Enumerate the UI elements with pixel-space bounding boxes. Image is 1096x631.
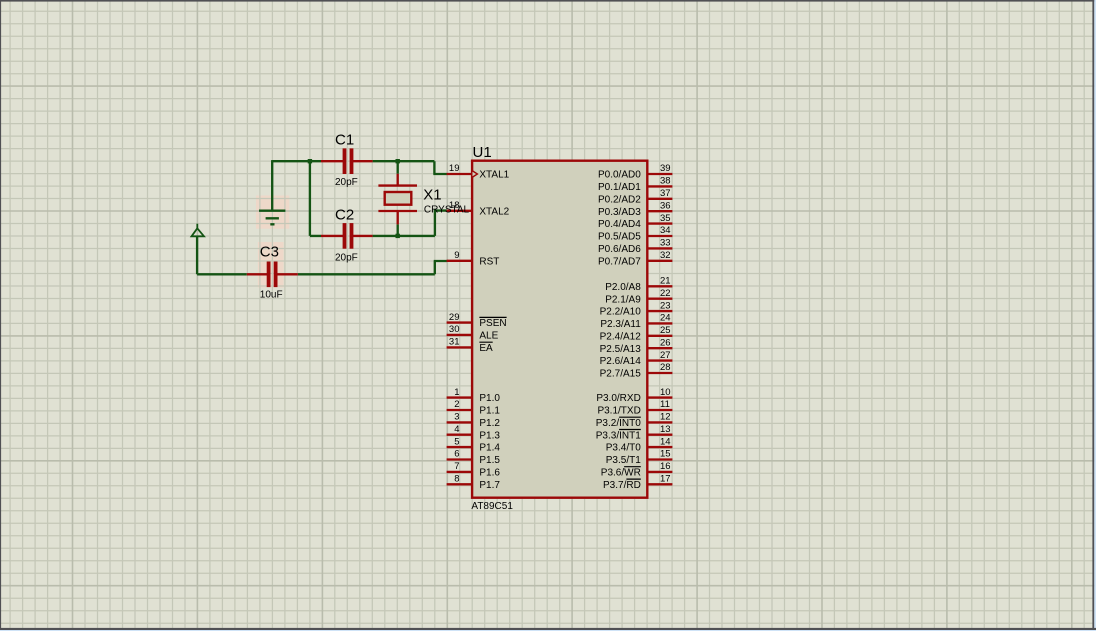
svg-text:4: 4 xyxy=(454,424,459,435)
svg-text:38: 38 xyxy=(660,176,671,187)
svg-text:P0.3/AD3: P0.3/AD3 xyxy=(598,207,641,218)
svg-text:25: 25 xyxy=(660,325,671,336)
svg-text:12: 12 xyxy=(660,412,671,423)
svg-text:P3.3/INT1: P3.3/INT1 xyxy=(596,430,641,441)
svg-text:8: 8 xyxy=(454,474,459,485)
svg-text:XTAL2: XTAL2 xyxy=(479,206,509,217)
svg-text:32: 32 xyxy=(660,250,671,261)
svg-text:29: 29 xyxy=(449,312,460,323)
svg-text:13: 13 xyxy=(660,424,671,435)
svg-text:33: 33 xyxy=(660,238,671,249)
svg-text:7: 7 xyxy=(454,461,459,472)
svg-text:P3.4/T0: P3.4/T0 xyxy=(606,443,641,454)
svg-text:P2.7/A15: P2.7/A15 xyxy=(600,369,642,380)
svg-text:P2.6/A14: P2.6/A14 xyxy=(600,356,642,367)
svg-text:28: 28 xyxy=(660,362,671,373)
svg-text:37: 37 xyxy=(660,188,671,199)
svg-text:P0.6/AD6: P0.6/AD6 xyxy=(598,244,641,255)
svg-text:31: 31 xyxy=(449,337,460,348)
svg-text:3: 3 xyxy=(454,412,459,423)
svg-text:17: 17 xyxy=(660,474,671,485)
svg-text:P0.7/AD7: P0.7/AD7 xyxy=(598,256,641,267)
svg-text:C1: C1 xyxy=(335,131,354,148)
svg-text:CRYSTAL: CRYSTAL xyxy=(424,204,470,215)
svg-text:34: 34 xyxy=(660,225,671,236)
svg-text:16: 16 xyxy=(660,461,671,472)
svg-text:PSEN: PSEN xyxy=(479,318,506,329)
svg-text:P2.0/A8: P2.0/A8 xyxy=(605,282,641,293)
svg-text:10uF: 10uF xyxy=(260,290,283,301)
svg-text:15: 15 xyxy=(660,449,671,460)
svg-text:P3.1/TXD: P3.1/TXD xyxy=(597,406,640,417)
svg-text:24: 24 xyxy=(660,313,671,324)
svg-text:RST: RST xyxy=(479,256,499,267)
svg-text:23: 23 xyxy=(660,300,671,311)
svg-text:P3.7/RD: P3.7/RD xyxy=(603,480,641,491)
svg-text:P1.7: P1.7 xyxy=(479,480,500,491)
svg-text:22: 22 xyxy=(660,288,671,299)
svg-text:11: 11 xyxy=(660,399,670,410)
svg-text:14: 14 xyxy=(660,436,671,447)
svg-text:30: 30 xyxy=(449,324,460,335)
svg-text:P2.3/A11: P2.3/A11 xyxy=(600,319,641,330)
svg-text:P0.5/AD5: P0.5/AD5 xyxy=(598,232,641,243)
svg-text:20pF: 20pF xyxy=(335,177,358,188)
svg-text:P3.6/WR: P3.6/WR xyxy=(601,468,641,479)
svg-text:19: 19 xyxy=(449,163,460,174)
svg-text:P2.4/A12: P2.4/A12 xyxy=(600,331,642,342)
svg-text:P2.1/A9: P2.1/A9 xyxy=(605,294,641,305)
svg-text:5: 5 xyxy=(454,436,459,447)
svg-text:P1.3: P1.3 xyxy=(479,430,500,441)
svg-text:AT89C51: AT89C51 xyxy=(471,501,513,512)
svg-text:2: 2 xyxy=(454,399,459,410)
svg-text:9: 9 xyxy=(454,250,459,261)
svg-text:P0.2/AD2: P0.2/AD2 xyxy=(598,194,641,205)
svg-text:35: 35 xyxy=(660,213,671,224)
svg-text:ALE: ALE xyxy=(479,331,498,342)
svg-text:X1: X1 xyxy=(423,187,441,204)
svg-text:27: 27 xyxy=(660,350,671,361)
svg-text:P3.2/INT0: P3.2/INT0 xyxy=(596,418,641,429)
svg-text:P2.2/A10: P2.2/A10 xyxy=(600,307,642,318)
svg-text:XTAL1: XTAL1 xyxy=(479,170,509,181)
svg-text:P0.0/AD0: P0.0/AD0 xyxy=(598,170,641,181)
svg-text:P1.1: P1.1 xyxy=(479,406,500,417)
svg-text:C2: C2 xyxy=(335,207,354,224)
svg-text:6: 6 xyxy=(454,449,459,460)
svg-text:P1.0: P1.0 xyxy=(479,393,500,404)
svg-text:36: 36 xyxy=(660,200,671,211)
svg-text:P1.4: P1.4 xyxy=(479,443,500,454)
svg-text:P0.1/AD1: P0.1/AD1 xyxy=(598,182,641,193)
svg-text:P3.5/T1: P3.5/T1 xyxy=(606,455,641,466)
svg-text:EA: EA xyxy=(479,343,493,354)
svg-text:P1.6: P1.6 xyxy=(479,468,500,479)
svg-text:P3.0/RXD: P3.0/RXD xyxy=(596,393,640,404)
svg-text:39: 39 xyxy=(660,163,671,174)
svg-text:18: 18 xyxy=(449,200,460,211)
svg-text:26: 26 xyxy=(660,337,671,348)
svg-text:P1.2: P1.2 xyxy=(479,418,500,429)
svg-text:P2.5/A13: P2.5/A13 xyxy=(600,344,642,355)
svg-text:1: 1 xyxy=(454,387,459,398)
svg-text:20pF: 20pF xyxy=(335,252,358,263)
svg-text:10: 10 xyxy=(660,387,671,398)
svg-text:C3: C3 xyxy=(260,243,279,260)
svg-text:21: 21 xyxy=(660,276,671,287)
svg-text:P0.4/AD4: P0.4/AD4 xyxy=(598,219,641,230)
svg-text:P1.5: P1.5 xyxy=(479,455,500,466)
svg-text:U1: U1 xyxy=(473,144,492,161)
